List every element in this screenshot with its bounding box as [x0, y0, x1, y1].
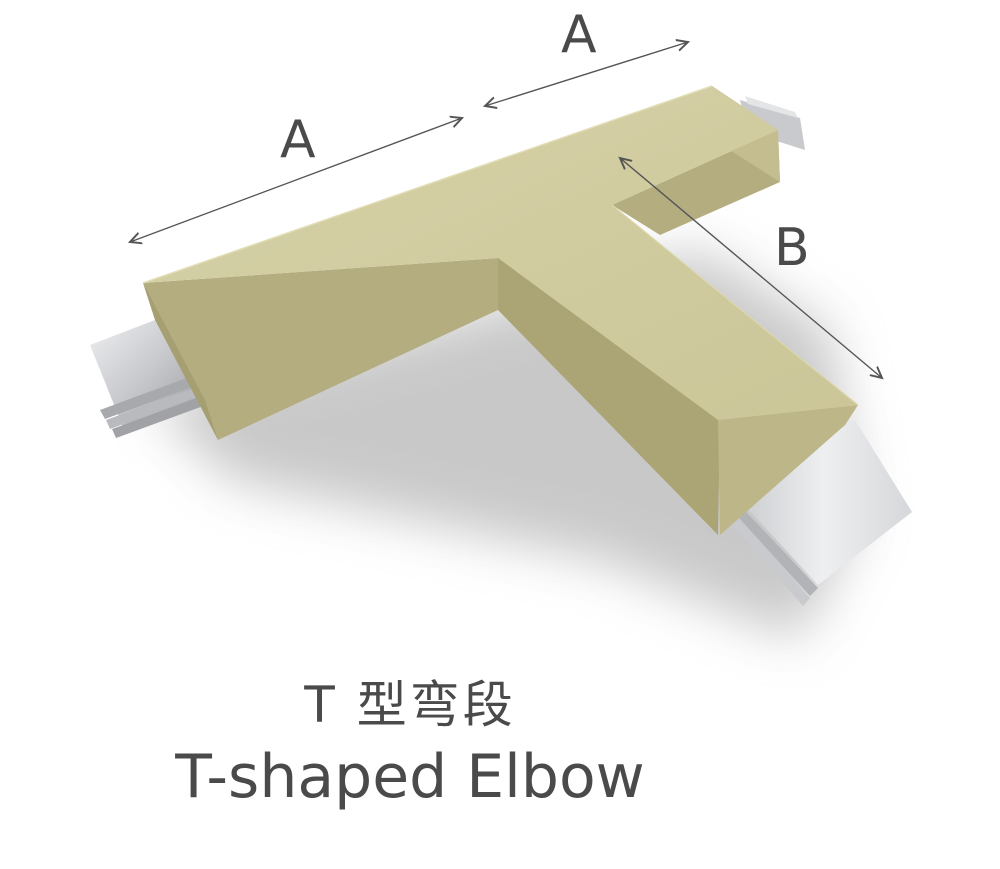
caption-english: T-shaped Elbow	[175, 742, 645, 812]
dimension-label-left-a: A	[280, 110, 316, 170]
left-conductor-end	[90, 320, 206, 438]
caption: T 型弯段 T-shaped Elbow	[0, 672, 820, 816]
dimension-label-b: B	[774, 218, 810, 278]
dimension-line-right-a	[485, 42, 688, 106]
branch-conductor-end	[726, 420, 912, 606]
top-right-conductor-end	[740, 96, 805, 150]
dimension-label-right-a: A	[561, 5, 597, 65]
dimension-line-left-a	[130, 118, 462, 242]
caption-chinese: T 型弯段	[304, 676, 516, 734]
dimension-line-b	[620, 158, 882, 378]
dimension-lines	[130, 42, 882, 378]
